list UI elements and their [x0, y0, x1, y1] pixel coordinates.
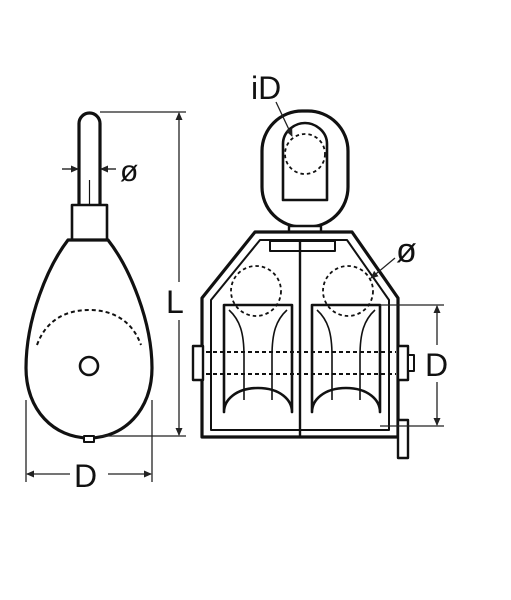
side-sheave-hidden	[36, 309, 142, 346]
front-axle-nut-left	[191, 344, 205, 382]
side-view	[24, 111, 154, 443]
side-sheave-dia-label: D	[74, 458, 97, 494]
front-eye-inner-dia-label: iD	[251, 70, 281, 106]
front-axle-hidden	[206, 351, 396, 375]
side-shackle-dia-label: ø	[120, 155, 138, 188]
front-axle-nut-right	[396, 344, 410, 382]
side-cheek-plate	[24, 238, 154, 440]
side-axle	[78, 355, 100, 377]
front-sheave-right	[310, 303, 382, 414]
front-bottom-tab	[396, 418, 410, 460]
front-sheave-dimension	[380, 304, 444, 427]
front-sheave-left	[222, 303, 294, 414]
side-length-dimension	[100, 111, 186, 437]
front-sheave-dia-label: D	[425, 347, 448, 383]
front-rope-dia-label: ø	[396, 232, 417, 270]
front-eye-dimension	[275, 101, 293, 137]
front-rope-dimension	[370, 257, 396, 279]
side-length-label: L	[166, 284, 184, 320]
side-sheave-dimension	[25, 400, 153, 482]
side-yoke	[70, 203, 109, 243]
front-view	[191, 109, 415, 460]
